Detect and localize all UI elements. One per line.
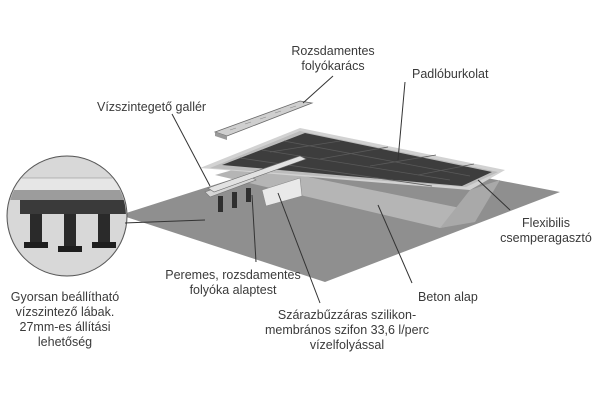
floor-tiles bbox=[222, 133, 492, 186]
siphon-box bbox=[261, 177, 303, 207]
grate-label: Rozsdamentes folyókarács bbox=[291, 44, 375, 73]
channel-label: Peremes, rozsdamentes folyóka alaptest bbox=[165, 268, 301, 297]
leader-lines bbox=[124, 75, 511, 304]
adhesive-label: Flexibilis csemperagasztó bbox=[500, 216, 592, 245]
leveling-legs bbox=[218, 188, 251, 212]
drain-grate-installed bbox=[207, 155, 307, 193]
concrete-slab-front bbox=[215, 165, 470, 228]
legs-label: Gyorsan beállítható vízszintező lábak. 2… bbox=[10, 290, 120, 349]
tile-joints bbox=[239, 140, 475, 187]
collar-label: Vízszintegető gallér bbox=[97, 100, 207, 114]
concrete-slab-side bbox=[440, 180, 500, 228]
concrete-label: Beton alap bbox=[418, 290, 478, 304]
legs-detail-circle bbox=[6, 155, 128, 277]
tiles-label: Padlóburkolat bbox=[412, 67, 489, 81]
floating-grate bbox=[213, 100, 314, 140]
siphon-label: Szárazbűzzáras szilikon- membrános szifo… bbox=[265, 308, 429, 352]
